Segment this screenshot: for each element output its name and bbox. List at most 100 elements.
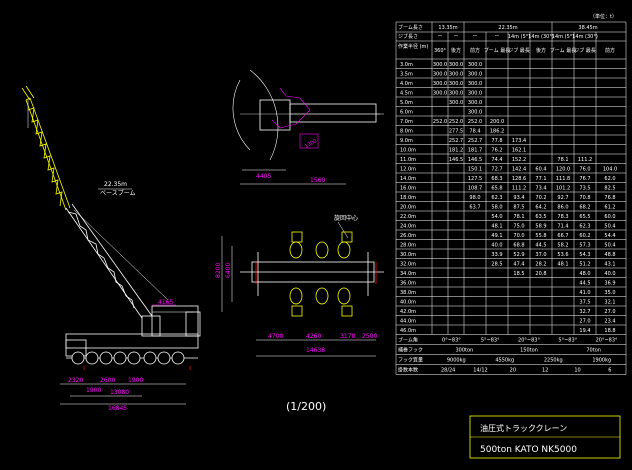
load-cell: 41.0 — [579, 290, 590, 296]
load-cell: 28.2 — [535, 262, 546, 268]
load-cell: 76.8 — [604, 195, 615, 201]
radius-cell: 28.0m — [400, 243, 416, 249]
load-cell: 60.2 — [579, 233, 590, 239]
load-cell: 252.7 — [468, 138, 482, 144]
load-cell: 128.6 — [512, 176, 526, 182]
footer-cell: 1900kg — [592, 358, 611, 364]
load-cell: 101.2 — [556, 186, 570, 192]
dim-plan-part-1: 4700 — [268, 333, 283, 340]
dim-top-width: 1560 — [310, 177, 325, 184]
footer-cell: 300ton — [455, 348, 473, 354]
footer-cell: 150ton — [520, 348, 538, 354]
load-cell: 64.2 — [535, 205, 546, 211]
load-cell: 50.4 — [604, 243, 615, 249]
load-cell: 44.5 — [579, 281, 590, 287]
radius-cell: 12.0m — [400, 167, 416, 173]
load-cell: 43.1 — [604, 262, 615, 268]
boom-hoist-rope — [73, 209, 169, 301]
load-cell: 300.0 — [468, 62, 482, 68]
footer-label: 補巻フック — [398, 347, 423, 354]
radius-cell: 30.0m — [400, 252, 416, 258]
radius-cell: 18.0m — [400, 195, 416, 201]
dim-wheelbase: 13080 — [110, 389, 129, 396]
load-cell: 70.2 — [535, 195, 546, 201]
wheels — [71, 351, 185, 365]
boom-label-name: ベースブーム — [100, 189, 136, 197]
load-cell: 37.0 — [535, 252, 546, 258]
sub-header: 後方 — [451, 47, 461, 54]
radius-cell: 36.0m — [400, 281, 416, 287]
load-cell: 75.0 — [513, 224, 524, 230]
load-cell: 200.0 — [490, 119, 504, 125]
load-cell: 55.8 — [535, 233, 546, 239]
load-cell: 23.4 — [604, 319, 615, 325]
load-cell: 78.4 — [469, 129, 480, 135]
load-cell: 60.4 — [535, 167, 546, 173]
radius-cell: 11.0m — [400, 157, 416, 163]
load-cell: 18.8 — [604, 328, 615, 334]
load-cell: 58.0 — [491, 205, 502, 211]
load-cell: 300.0 — [468, 110, 482, 116]
load-cell: 20.8 — [535, 271, 546, 277]
footer-cell: 20 — [510, 368, 516, 374]
load-cell: 54.4 — [604, 233, 615, 239]
dim-plan-height-outer: 8200 — [215, 263, 222, 278]
title-model: 500ton KATO NK5000 — [480, 445, 577, 455]
load-cell: 300.0 — [449, 72, 463, 78]
jib-cell: ー — [494, 34, 499, 40]
load-cell: 74.4 — [491, 157, 502, 163]
load-cell: 111.2 — [578, 157, 592, 163]
footer-cell: 70ton — [586, 348, 601, 354]
load-cell: 68.3 — [491, 176, 502, 182]
radius-cell: 22.0m — [400, 214, 416, 220]
jib-cell: ー — [437, 34, 442, 40]
load-cell: 68.8 — [513, 243, 524, 249]
load-cell: 70.0 — [513, 233, 524, 239]
load-cell: 48.8 — [604, 252, 615, 258]
load-cell: 104.0 — [603, 167, 617, 173]
load-cell: 78.1 — [513, 214, 524, 220]
load-cell: 93.4 — [513, 195, 524, 201]
hdr-radius: 作業半径 (m) — [398, 43, 428, 50]
load-cell: 73.4 — [535, 186, 546, 192]
load-cell: 252.7 — [449, 138, 463, 144]
sub-header: ジブ 最長 — [574, 47, 596, 54]
load-cell: 65.5 — [579, 214, 590, 220]
plan-view: 旋回中心 8200 6400 4700 4260 3178 2500 14638 — [215, 214, 384, 357]
dim-axle-3: 2600 — [100, 377, 115, 384]
dim-total: 16845 — [108, 405, 127, 412]
load-cell: 36.9 — [604, 281, 615, 287]
top-view: 4405 1560 1300 — [232, 69, 384, 185]
load-cell: 73.5 — [579, 186, 590, 192]
load-cell: 27.0 — [604, 309, 615, 315]
load-cell: 71.4 — [557, 224, 568, 230]
footer-label: 掛数本数 — [398, 367, 418, 374]
load-cell: 277.5 — [449, 129, 463, 135]
load-cell: 300.0 — [468, 91, 482, 97]
radius-cell: 24.0m — [400, 224, 416, 230]
load-cell: 62.3 — [579, 224, 590, 230]
load-cell: 98.0 — [469, 195, 480, 201]
load-cell: 300.0 — [449, 62, 463, 68]
radius-cell: 3.5m — [400, 72, 413, 78]
load-cell: 33.9 — [491, 252, 502, 258]
load-cell: 32.7 — [579, 309, 590, 315]
boom-38: 38.45m — [578, 25, 597, 31]
dim-top-offset: 4405 — [256, 173, 271, 180]
load-cell: 111.8 — [556, 176, 570, 182]
radius-cell: 10.0m — [400, 148, 416, 154]
radius-cell: 46.0m — [400, 328, 416, 334]
footer-cell: 20°~83° — [518, 338, 540, 344]
load-cell: 48.0 — [579, 271, 590, 277]
footer-cell: 20°~83° — [596, 338, 618, 344]
load-cell: 49.1 — [491, 233, 502, 239]
radius-cell: 40.0m — [400, 300, 416, 306]
boom — [65, 203, 153, 319]
load-cell: 52.9 — [513, 252, 524, 258]
dim-tail: 4165 — [158, 299, 173, 306]
radius-cell: 32.0m — [400, 262, 416, 268]
jib-cell: 14m (5°) — [508, 34, 530, 40]
load-cell: 61.2 — [604, 205, 615, 211]
footer-cell: 10 — [574, 368, 580, 374]
